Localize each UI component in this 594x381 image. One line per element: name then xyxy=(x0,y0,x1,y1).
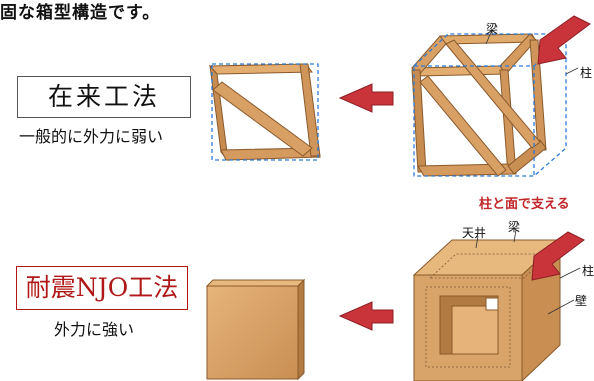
beam-label-bottom: 梁 xyxy=(508,220,521,234)
dashed-outline-small xyxy=(211,63,319,161)
njo-method-subtitle: 外力に強い xyxy=(54,320,135,339)
beam-label-top: 梁 xyxy=(486,22,499,36)
distorted-frame-3d xyxy=(411,33,547,177)
ceiling-label: 天井 xyxy=(462,226,487,240)
push-arrow-top xyxy=(537,15,591,65)
top-caption: 固な箱型構造です。 xyxy=(0,3,161,23)
dashed-outline-3d xyxy=(413,33,567,177)
arrow-left-top xyxy=(338,83,394,113)
conventional-method-subtitle: 一般的に外力に弱い xyxy=(19,127,164,146)
pillar-label-bottom: 柱 xyxy=(582,264,594,278)
conventional-method-title: 在来工法 xyxy=(17,76,191,118)
support-caption: 柱と面で支える xyxy=(479,197,570,212)
arrow-left-bottom xyxy=(338,301,394,331)
dashed-inner-box xyxy=(425,286,511,368)
wall-label: 壁 xyxy=(575,294,588,308)
push-arrow-bottom xyxy=(531,231,585,281)
distorted-frame-small xyxy=(208,63,321,162)
njo-method-title: 耐震NJO工法 xyxy=(16,266,188,310)
pillar-label-top: 柱 xyxy=(580,66,593,80)
solid-panel xyxy=(205,278,306,381)
